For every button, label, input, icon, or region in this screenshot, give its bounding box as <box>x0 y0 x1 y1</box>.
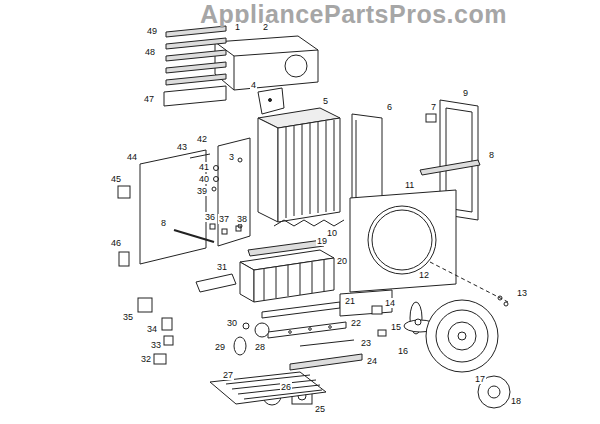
callout-number: 39 <box>196 186 208 196</box>
callout-number: 7 <box>430 102 437 112</box>
callout-number: 8 <box>160 218 167 228</box>
callout-number: 27 <box>222 370 234 380</box>
callout-number: 23 <box>360 338 372 348</box>
callout-number: 12 <box>418 270 430 280</box>
callout-number: 5 <box>322 96 329 106</box>
callout-number: 22 <box>350 318 362 328</box>
callout-number: 40 <box>198 174 210 184</box>
callout-number: 43 <box>176 142 188 152</box>
callout-number: 41 <box>198 162 210 172</box>
callout-number: 44 <box>126 152 138 162</box>
callout-number: 3 <box>228 152 235 162</box>
callout-number: 26 <box>280 382 292 392</box>
callout-number: 36 <box>204 212 216 222</box>
callout-number: 33 <box>150 340 162 350</box>
callout-number: 31 <box>216 262 228 272</box>
callout-number: 16 <box>397 346 409 356</box>
callout-number: 35 <box>122 312 134 322</box>
callout-number: 28 <box>254 342 266 352</box>
callout-number: 29 <box>214 342 226 352</box>
callout-number: 48 <box>144 47 156 57</box>
callout-number: 34 <box>146 324 158 334</box>
callout-number: 30 <box>226 318 238 328</box>
callout-number: 4 <box>250 80 257 90</box>
callout-number: 19 <box>316 236 328 246</box>
callout-number: 42 <box>196 134 208 144</box>
watermark: AppliancePartsPros.com <box>200 0 507 28</box>
callout-number: 14 <box>384 298 396 308</box>
callout-number: 21 <box>344 296 356 306</box>
callout-number: 32 <box>140 354 152 364</box>
callout-number: 25 <box>314 404 326 414</box>
callout-number: 18 <box>510 396 522 406</box>
callout-number: 38 <box>236 214 248 224</box>
callout-number: 24 <box>366 356 378 366</box>
callout-number: 8 <box>488 150 495 160</box>
callout-number: 20 <box>336 256 348 266</box>
callout-number: 11 <box>404 180 415 190</box>
callout-number: 46 <box>110 238 122 248</box>
callout-number: 15 <box>390 322 402 332</box>
callout-number: 2 <box>262 22 269 32</box>
callout-number: 9 <box>462 88 469 98</box>
callout-number: 13 <box>516 288 528 298</box>
callout-number: 49 <box>146 26 158 36</box>
callout-number: 45 <box>110 174 122 184</box>
callout-number: 6 <box>386 102 393 112</box>
callout-number: 1 <box>234 22 241 32</box>
callout-number: 37 <box>218 214 230 224</box>
callout-number: 47 <box>143 94 155 104</box>
callout-number: 17 <box>474 374 486 384</box>
